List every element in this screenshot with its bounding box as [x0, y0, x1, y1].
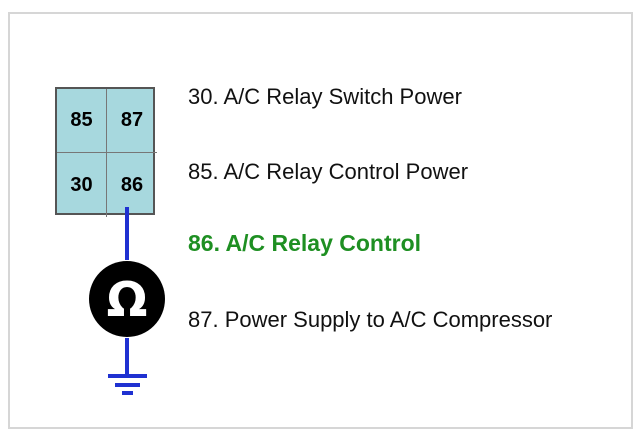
relay-pin-87: 87	[107, 89, 157, 153]
pin-30-label: 30. A/C Relay Switch Power	[188, 84, 462, 109]
relay-pin-86: 86	[120, 173, 144, 196]
svg-text:Ω: Ω	[107, 272, 148, 328]
ohm-icon: Ω	[89, 261, 165, 337]
diagram-frame	[8, 12, 633, 429]
ground-icon	[108, 374, 147, 395]
pin-87-label: 87. Power Supply to A/C Compressor	[188, 307, 553, 332]
pin-85-label: 85. A/C Relay Control Power	[188, 159, 469, 184]
relay-pin-30: 30	[57, 153, 107, 217]
relay-connector: 85 87 30 86	[55, 87, 157, 217]
pin-86-label: 86. A/C Relay Control	[188, 230, 422, 256]
pin-label-list: 30. A/C Relay Switch Power 85. A/C Relay…	[188, 80, 638, 360]
relay-pin-85: 85	[57, 89, 107, 153]
